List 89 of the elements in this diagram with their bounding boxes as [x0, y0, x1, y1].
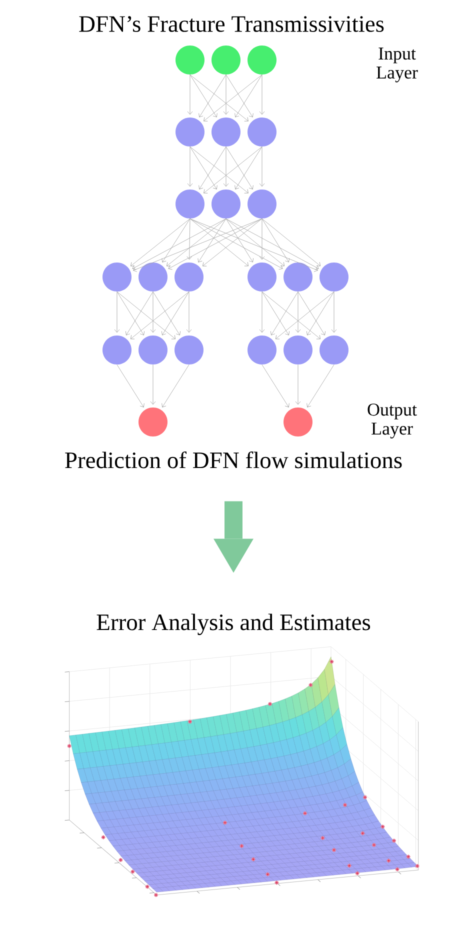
arrow: [226, 218, 319, 270]
arrow: [150, 291, 156, 333]
arrow: [187, 74, 193, 115]
network-node: [248, 262, 276, 292]
arrow: [130, 291, 190, 340]
network-node: [248, 46, 276, 74]
arrow: [187, 146, 193, 187]
network-node: [102, 262, 132, 292]
arrow: [133, 218, 262, 272]
arrow: [190, 218, 283, 270]
arrow: [298, 291, 326, 336]
arrow: [306, 364, 334, 408]
arrow: [226, 74, 254, 118]
arrow: [152, 291, 181, 336]
arrow: [150, 364, 156, 405]
arrow: [116, 364, 144, 408]
network-node: [212, 190, 240, 218]
network-node: [248, 190, 276, 218]
arrow: [262, 364, 290, 408]
arrow: [331, 291, 337, 333]
arrow: [190, 146, 218, 190]
arrow: [234, 146, 262, 190]
arrow: [186, 218, 192, 260]
arrow: [262, 291, 290, 336]
arrow: [162, 218, 190, 262]
arrow: [190, 74, 218, 118]
network-node: [248, 118, 276, 146]
arrow: [132, 218, 226, 270]
arrow: [204, 146, 262, 194]
arrow: [114, 291, 120, 333]
arrow: [202, 218, 262, 266]
arrow: [161, 291, 190, 336]
arrow: [198, 218, 226, 262]
arrow: [270, 291, 298, 336]
arrow: [166, 218, 226, 266]
network-node: [320, 336, 348, 364]
layer-label: Input Layer: [376, 48, 418, 82]
arrow: [223, 74, 229, 115]
arrow: [259, 291, 265, 333]
arrow: [275, 291, 334, 340]
arrow: [190, 218, 249, 266]
arrow: [116, 291, 145, 336]
arrow: [226, 218, 285, 266]
network-node: [248, 336, 276, 364]
network-node: [174, 262, 204, 292]
arrow: [295, 364, 301, 405]
network-node: [284, 408, 312, 436]
arrow: [306, 291, 334, 336]
arrow: [295, 291, 301, 333]
network-node: [102, 336, 132, 364]
arrow: [262, 291, 321, 340]
arrow: [234, 74, 262, 118]
network-node: [138, 262, 168, 292]
network-node: [176, 190, 204, 218]
network-node: [176, 118, 204, 146]
network-node: [284, 336, 312, 364]
arrow: [168, 218, 262, 270]
arrow: [204, 74, 262, 122]
network-node: [320, 262, 348, 292]
network-node: [174, 336, 204, 364]
network-node: [212, 46, 240, 74]
arrow: [190, 218, 318, 272]
arrow: [259, 74, 265, 115]
arrow: [262, 218, 290, 262]
arrow: [223, 146, 229, 187]
network-node: [138, 408, 168, 436]
block-arrow: [214, 501, 254, 573]
network-node: [138, 336, 168, 364]
arrow: [198, 74, 226, 118]
arrow: [226, 146, 254, 190]
arrow: [262, 218, 321, 266]
arrow: [259, 218, 265, 260]
section-heading: Error Analysis and Estimates: [96, 614, 370, 636]
network-node: [284, 262, 312, 292]
arrow: [190, 74, 248, 122]
section-heading: Prediction of DFN flow simulations: [65, 451, 402, 468]
arrow: [198, 146, 226, 190]
arrow: [186, 291, 192, 333]
arrow: [116, 291, 176, 340]
arrow: [226, 218, 254, 262]
arrow: [130, 218, 190, 266]
title: DFN’s Fracture Transmissivities: [79, 16, 384, 32]
arrow: [125, 291, 154, 336]
arrow: [259, 146, 265, 187]
arrow: [190, 146, 248, 194]
layer-label: Output Layer: [368, 404, 417, 438]
arrow: [162, 364, 190, 408]
network-node: [176, 46, 204, 74]
network-node: [212, 118, 240, 146]
